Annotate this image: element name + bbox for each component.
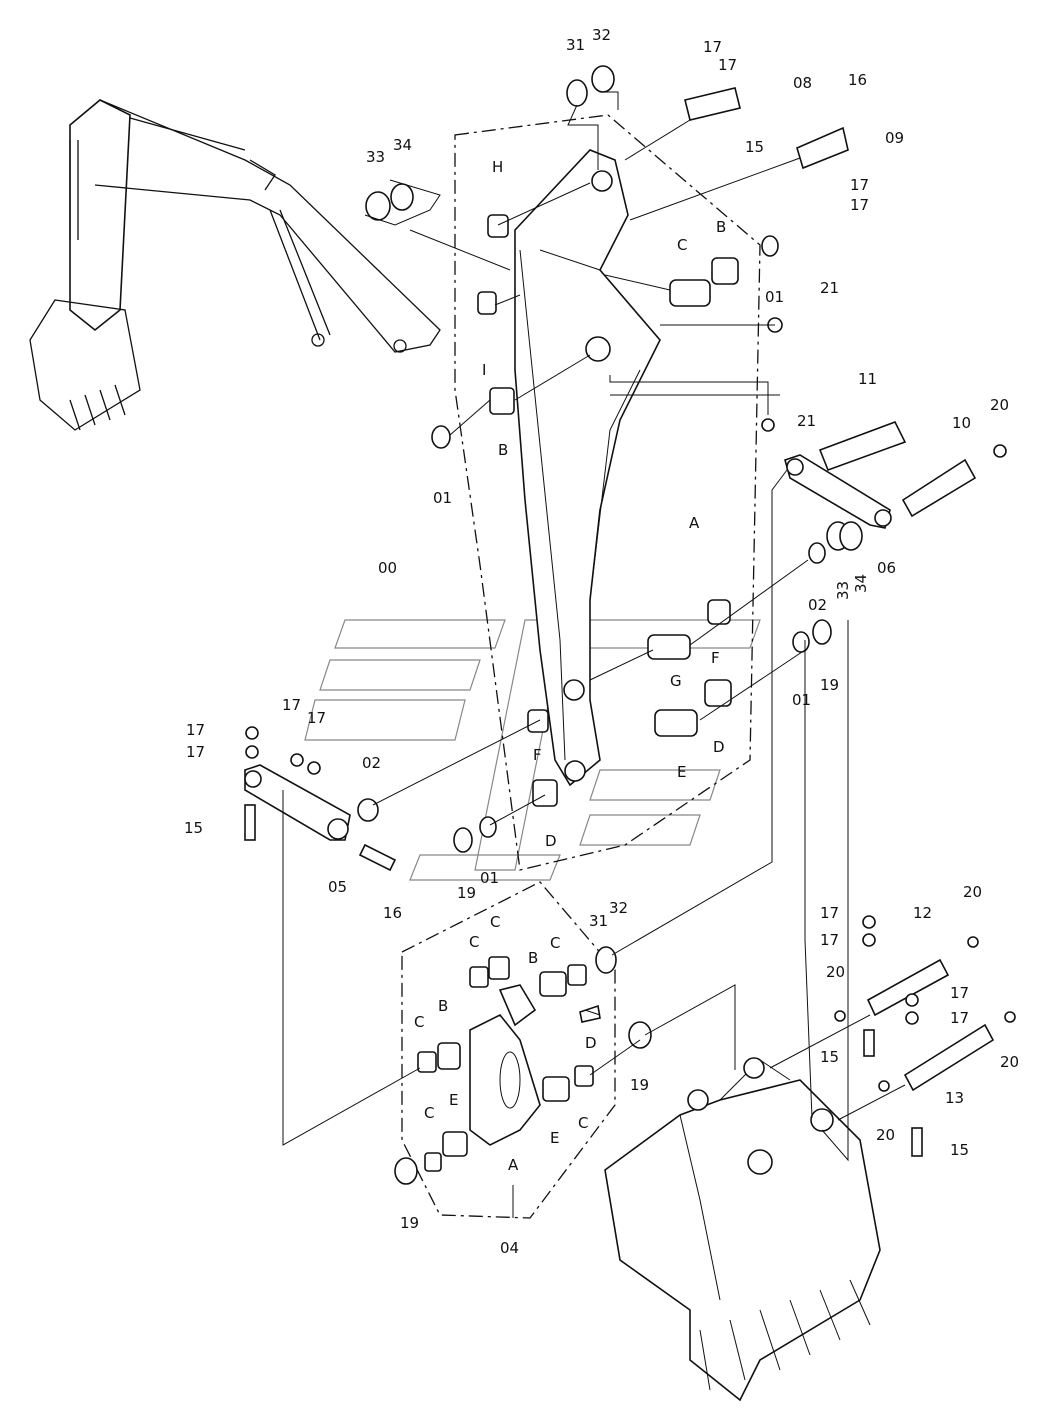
label-17: 17 [282,696,301,714]
label-20: 20 [1000,1053,1019,1071]
label-01: 01 [765,288,784,306]
label-16: 16 [848,71,867,89]
label-01: 01 [792,691,811,709]
label-19: 19 [457,884,476,902]
label-B: B [498,441,508,459]
label-D: D [585,1034,597,1052]
overview-excavator-arm [29,99,441,431]
label-17: 17 [820,931,839,949]
label-09: 09 [885,129,904,147]
label-01: 01 [433,489,452,507]
label-F: F [533,746,542,764]
label-11: 11 [858,370,877,388]
label-32: 32 [609,899,628,917]
label-H: H [492,158,503,176]
label-B: B [528,949,538,967]
label-17: 17 [950,984,969,1002]
label-C: C [490,913,500,931]
label-D: D [545,832,557,850]
label-00: 00 [378,559,397,577]
label-15: 15 [745,138,764,156]
label-C: C [677,236,687,254]
label-B: B [438,997,448,1015]
arm-assembly-boundary [454,114,761,871]
label-C: C [578,1114,588,1132]
link-05 [244,726,397,872]
label-15: 15 [820,1048,839,1066]
bucket [604,1057,881,1402]
label-15: 15 [184,819,203,837]
label-20: 20 [826,963,845,981]
label-17: 17 [186,721,205,739]
label-33: 33 [834,581,852,600]
label-17: 17 [820,904,839,922]
label-19: 19 [400,1214,419,1232]
label-19: 19 [820,676,839,694]
label-21: 21 [797,412,816,430]
label-13: 13 [945,1089,964,1107]
label-F: F [711,649,720,667]
label-02: 02 [362,754,381,772]
label-02: 02 [808,596,827,614]
label-I: I [482,361,486,379]
label-17: 17 [307,709,326,727]
label-31: 31 [566,36,585,54]
label-17: 17 [850,176,869,194]
label-34: 34 [852,574,870,593]
label-B: B [716,218,726,236]
label-17: 17 [950,1009,969,1027]
label-21: 21 [820,279,839,297]
label-C: C [550,934,560,952]
arm-body [514,149,661,787]
label-19: 19 [630,1076,649,1094]
label-10: 10 [952,414,971,432]
label-20: 20 [876,1126,895,1144]
bucket-pins [834,915,1016,1157]
label-E: E [677,763,686,781]
label-16: 16 [383,904,402,922]
label-08: 08 [793,74,812,92]
label-20: 20 [990,396,1009,414]
label-C: C [414,1013,424,1031]
label-20: 20 [963,883,982,901]
label-G: G [670,672,682,690]
link-04-body [394,946,652,1185]
label-A: A [508,1156,519,1174]
label-05: 05 [328,878,347,896]
label-34: 34 [393,136,412,154]
label-12: 12 [913,904,932,922]
label-D: D [713,738,725,756]
arm-components [357,65,1007,853]
label-33: 33 [366,148,385,166]
label-E: E [550,1129,559,1147]
label-01: 01 [480,869,499,887]
label-17: 17 [703,38,722,56]
label-17: 17 [850,196,869,214]
label-C: C [469,933,479,951]
part-number-labels: 31 32 17 17 08 16 33 34 H 15 09 17 17 C … [184,26,1019,1257]
label-32: 32 [592,26,611,44]
label-E: E [449,1091,458,1109]
label-06: 06 [877,559,896,577]
link-06 [784,454,892,529]
label-17: 17 [718,56,737,74]
leader-lines [282,91,906,1218]
label-15: 15 [950,1141,969,1159]
label-04: 04 [500,1239,519,1257]
label-A: A [689,514,700,532]
link-assembly-boundary [401,881,616,1219]
label-C: C [424,1104,434,1122]
label-17: 17 [186,743,205,761]
label-31: 31 [589,912,608,930]
